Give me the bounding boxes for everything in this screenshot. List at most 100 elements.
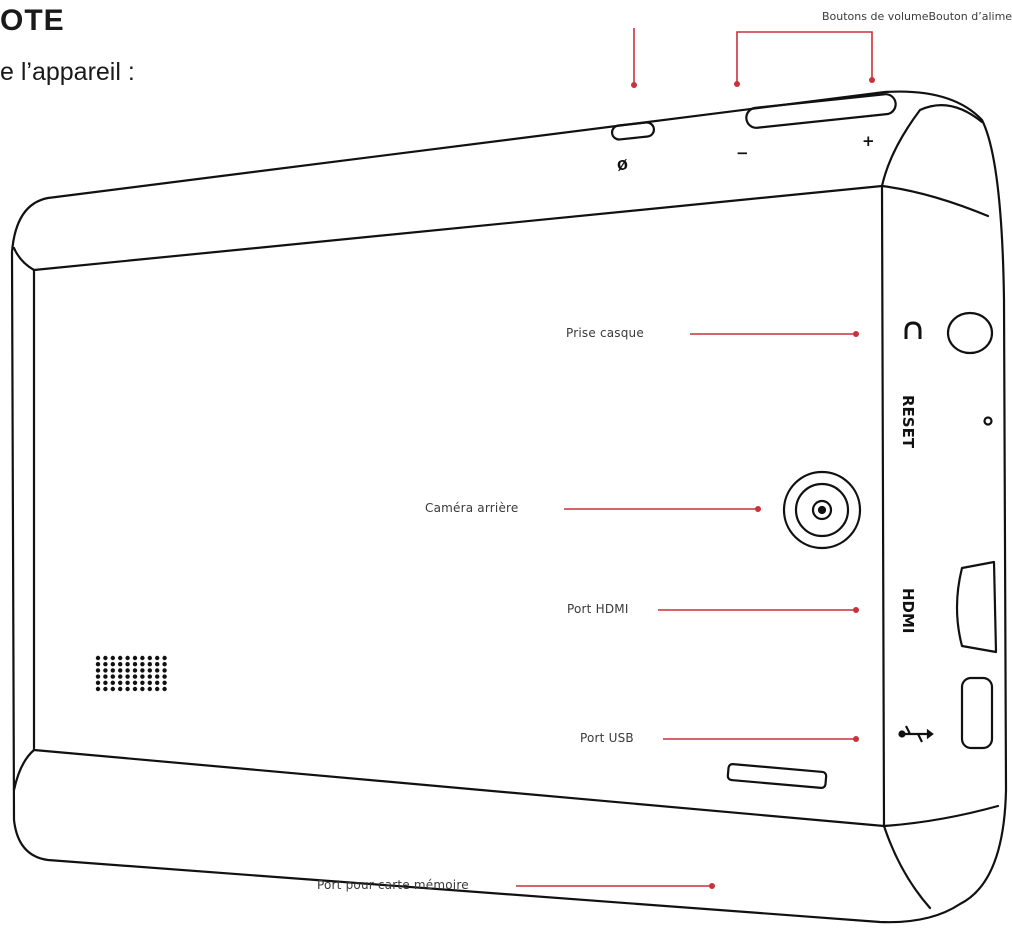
camera-lens-center bbox=[817, 505, 827, 515]
speaker-hole bbox=[125, 668, 130, 673]
page-subheading: e l’appareil : bbox=[0, 58, 135, 86]
speaker-hole bbox=[132, 655, 138, 661]
speaker-hole bbox=[132, 674, 138, 679]
speaker-hole bbox=[110, 655, 116, 661]
speaker-hole bbox=[147, 680, 152, 685]
hdmi-marking: HDMI bbox=[899, 588, 917, 634]
label-usb-port: Port USB bbox=[580, 731, 634, 745]
usb-port-shape bbox=[960, 676, 994, 750]
speaker-hole bbox=[118, 680, 123, 685]
right-edge-bottom-curve bbox=[882, 824, 932, 910]
tablet-body-outline bbox=[10, 90, 1008, 924]
speaker-hole bbox=[103, 668, 108, 673]
reset-marking: RESET bbox=[899, 395, 917, 449]
label-rear-camera: Caméra arrière bbox=[425, 501, 519, 515]
speaker-hole bbox=[110, 674, 116, 679]
label-power-button: Bouton d’alimentation bbox=[928, 10, 1012, 23]
right-edge-inner-top bbox=[880, 184, 990, 218]
right-edge-top-curve bbox=[880, 104, 984, 188]
speaker-hole bbox=[147, 662, 152, 667]
speaker-hole bbox=[155, 655, 160, 661]
speaker-hole bbox=[147, 655, 152, 661]
headphone-jack-shape bbox=[946, 311, 994, 355]
speaker-hole bbox=[140, 655, 145, 661]
speaker-hole bbox=[95, 686, 101, 692]
speaker-hole bbox=[103, 655, 108, 661]
camera-outer-ring bbox=[782, 470, 862, 550]
speaker-hole bbox=[95, 662, 101, 667]
hdmi-port-shape bbox=[955, 560, 998, 654]
speaker-hole bbox=[147, 686, 152, 692]
speaker-hole bbox=[95, 674, 101, 679]
speaker-hole bbox=[110, 668, 116, 673]
speaker-hole bbox=[125, 680, 130, 685]
speaker-hole bbox=[118, 655, 123, 661]
speaker-hole bbox=[125, 662, 130, 667]
label-headphone-jack: Prise casque bbox=[566, 326, 644, 340]
speaker-hole bbox=[103, 662, 108, 667]
top-button-labels: Boutons de volumeBouton d’alimentation bbox=[822, 10, 1012, 23]
label-volume-buttons: Boutons de volume bbox=[822, 10, 929, 23]
power-button-leader-dot bbox=[631, 82, 637, 88]
speaker-hole bbox=[155, 662, 160, 667]
speaker-hole bbox=[140, 680, 145, 685]
speaker-hole bbox=[95, 655, 101, 661]
speaker-hole bbox=[103, 674, 108, 679]
speaker-hole bbox=[140, 668, 145, 673]
memory-card-leader-dot bbox=[709, 883, 715, 889]
speaker-hole bbox=[147, 668, 152, 673]
right-edge-inner-bottom bbox=[882, 804, 1000, 828]
left-edge-bottom-curve bbox=[12, 748, 36, 792]
speaker-hole bbox=[125, 674, 130, 679]
speaker-hole bbox=[132, 686, 138, 692]
speaker-hole bbox=[155, 686, 160, 692]
memory-card-slot-shape bbox=[726, 762, 828, 790]
speaker-hole bbox=[118, 686, 123, 692]
rear-camera-leader-dot bbox=[755, 506, 761, 512]
speaker-hole bbox=[103, 686, 108, 692]
speaker-hole bbox=[125, 655, 130, 661]
camera-middle-ring bbox=[794, 482, 850, 538]
speaker-hole bbox=[162, 668, 167, 673]
speaker-hole bbox=[155, 668, 160, 673]
speaker-hole bbox=[162, 662, 167, 667]
speaker-hole bbox=[118, 674, 123, 679]
page-heading: OTE bbox=[0, 4, 65, 37]
power-button-shape bbox=[610, 121, 656, 141]
left-edge-top-curve bbox=[12, 246, 36, 272]
label-memory-card-port: Port pour carte mémoire bbox=[317, 878, 469, 892]
speaker-hole bbox=[118, 668, 123, 673]
volume-plus-marking: + bbox=[862, 132, 875, 150]
volume-minus-marking: − bbox=[736, 144, 749, 162]
speaker-hole bbox=[132, 680, 138, 685]
speaker-hole bbox=[140, 674, 145, 679]
label-hdmi-port: Port HDMI bbox=[567, 602, 629, 616]
usb-symbol bbox=[898, 725, 934, 743]
camera-lens bbox=[811, 499, 833, 521]
speaker-hole bbox=[103, 680, 108, 685]
speaker-hole bbox=[110, 662, 116, 667]
power-symbol: ø bbox=[615, 153, 629, 175]
speaker-hole bbox=[95, 680, 101, 685]
volume-minus-leader-dot bbox=[734, 81, 740, 87]
speaker-hole bbox=[132, 668, 138, 673]
speaker-hole bbox=[125, 686, 130, 692]
headphone-jack-leader-dot bbox=[853, 331, 859, 337]
speaker-hole bbox=[140, 662, 145, 667]
speaker-hole bbox=[162, 674, 167, 679]
volume-buttons-bracket bbox=[736, 31, 873, 82]
speaker-hole bbox=[162, 680, 167, 685]
speaker-hole bbox=[132, 662, 138, 667]
speaker-hole bbox=[162, 686, 167, 692]
speaker-hole bbox=[162, 655, 167, 661]
speaker-hole bbox=[95, 668, 101, 673]
speaker-hole bbox=[118, 662, 123, 667]
reset-hole-shape bbox=[983, 416, 993, 426]
headphone-symbol bbox=[904, 321, 922, 339]
speaker-hole bbox=[155, 674, 160, 679]
speaker-grille bbox=[95, 655, 167, 692]
volume-rocker-shape bbox=[745, 93, 897, 129]
usb-port-leader-dot bbox=[853, 736, 859, 742]
hdmi-port-leader-dot bbox=[853, 607, 859, 613]
